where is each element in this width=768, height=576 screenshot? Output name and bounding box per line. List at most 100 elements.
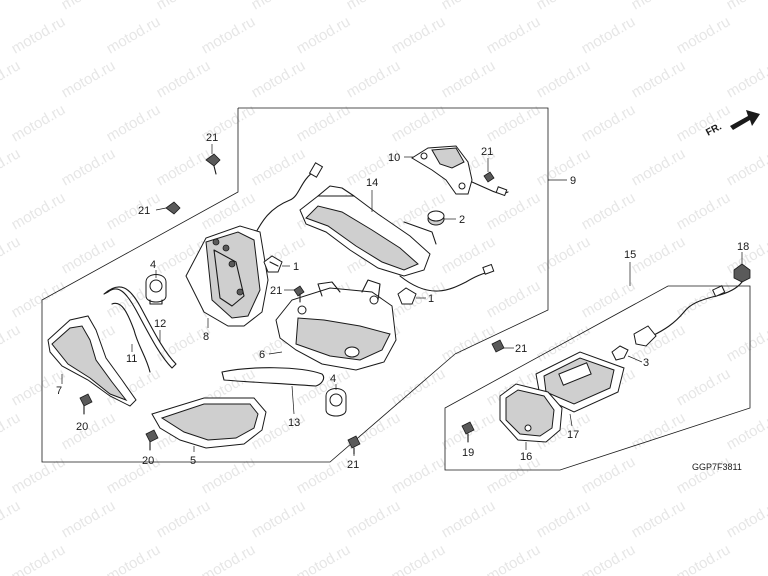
watermark-text: motod.ru (294, 541, 354, 576)
watermark-text: motod.ru (104, 189, 164, 233)
screw-21-bracket (483, 171, 495, 183)
watermark-text: motod.ru (199, 453, 259, 497)
watermark-text: motod.ru (674, 453, 734, 497)
watermark-text: motod.ru (0, 409, 23, 453)
watermark-text: motod.ru (484, 189, 544, 233)
watermark-text: motod.ru (674, 541, 734, 576)
watermark-text: motod.ru (674, 365, 734, 409)
watermark-text: motod.ru (534, 145, 594, 189)
watermark-text: motod.ru (0, 57, 23, 101)
callout-1-upper: 1 (293, 261, 299, 273)
watermark-text: motod.ru (344, 0, 404, 13)
leader-17 (569, 413, 573, 427)
callout-10: 10 (388, 152, 400, 164)
screw-21-left (165, 201, 181, 215)
watermark-text: motod.ru (249, 57, 309, 101)
watermark-text: motod.ru (0, 0, 23, 13)
watermark-text: motod.ru (579, 453, 639, 497)
screw-20-cover (79, 393, 93, 415)
callout-21-bottom: 21 (347, 459, 359, 471)
watermark-text: motod.ru (9, 541, 69, 576)
watermark-text: motod.ru (0, 145, 23, 189)
watermark-text: motod.ru (9, 13, 69, 57)
watermark-text: motod.ru (389, 541, 449, 576)
watermark-text: motod.ru (579, 189, 639, 233)
callout-2: 2 (459, 214, 465, 226)
watermark-text: motod.ru (484, 453, 544, 497)
watermark-text: motod.ru (439, 57, 499, 101)
part-6-center-housing (275, 279, 397, 371)
watermark-text: motod.ru (724, 321, 768, 365)
part-11-gasket (111, 302, 151, 373)
watermark-text: motod.ru (389, 277, 449, 321)
callout-14: 14 (366, 177, 378, 189)
callout-17: 17 (567, 429, 579, 441)
callout-20-lens: 20 (142, 455, 154, 467)
watermark-text: motod.ru (439, 497, 499, 541)
leader-3 (627, 355, 643, 363)
part-7-side-cover (47, 315, 137, 407)
callout-4-upper: 4 (150, 259, 156, 271)
part-5-lens-cover (151, 397, 267, 449)
watermark-text: motod.ru (154, 145, 214, 189)
watermark-text: motod.ru (9, 189, 69, 233)
wire-license (651, 281, 743, 337)
watermark-text: motod.ru (629, 57, 689, 101)
watermark-text: motod.ru (59, 409, 119, 453)
part-1-socket-upper (263, 255, 283, 273)
watermark-text: motod.ru (629, 233, 689, 277)
watermark-text: motod.ru (59, 0, 119, 13)
watermark-text: motod.ru (104, 541, 164, 576)
screw-21-middle (293, 285, 305, 303)
watermark-text: motod.ru (154, 0, 214, 13)
diagram-part-code: GGP7F3811 (692, 462, 742, 472)
leader-13 (291, 385, 295, 415)
watermark-text: motod.ru (59, 57, 119, 101)
watermark-text: motod.ru (199, 189, 259, 233)
part-3-bulb-socket (611, 325, 657, 361)
callout-7: 7 (56, 385, 62, 397)
watermark-text: motod.ru (534, 0, 594, 13)
watermark-text: motod.ru (534, 497, 594, 541)
part-17-license-housing (535, 351, 625, 413)
screw-19 (461, 421, 475, 443)
callout-6: 6 (259, 349, 265, 361)
assembly-15-frame (444, 285, 751, 471)
watermark-text: motod.ru (484, 277, 544, 321)
callout-21-right: 21 (515, 343, 527, 355)
watermark-text: motod.ru (579, 13, 639, 57)
watermark-text: motod.ru (9, 101, 69, 145)
watermark-text: motod.ru (724, 409, 768, 453)
callout-21-bracket: 21 (481, 146, 493, 158)
callout-18: 18 (737, 241, 749, 253)
watermark-text: motod.ru (104, 101, 164, 145)
watermark-text: motod.ru (674, 13, 734, 57)
watermark-text: motod.ru (104, 453, 164, 497)
watermark-text: motod.ru (674, 101, 734, 145)
watermark-text: motod.ru (344, 57, 404, 101)
watermark-text: motod.ru (199, 13, 259, 57)
watermark-text: motod.ru (629, 497, 689, 541)
watermark-text: motod.ru (344, 497, 404, 541)
watermark-text: motod.ru (724, 0, 768, 13)
watermark-text: motod.ru (294, 13, 354, 57)
part-16-license-lens (499, 383, 563, 443)
watermark-text: motod.ru (484, 541, 544, 576)
wire-upper-left (251, 169, 317, 241)
watermark-text: motod.ru (389, 13, 449, 57)
callout-21-top: 21 (206, 132, 218, 144)
callout-20-cover: 20 (76, 421, 88, 433)
callout-21-middle: 21 (270, 285, 282, 297)
assembly-9-frame (238, 107, 549, 355)
watermark-text: motod.ru (629, 145, 689, 189)
callout-11: 11 (126, 353, 137, 365)
watermark-text: motod.ru (104, 13, 164, 57)
watermark-text: motod.ru (59, 233, 119, 277)
watermark-text: motod.ru (199, 541, 259, 576)
watermark-text: motod.ru (0, 233, 23, 277)
part-1-socket-lower (397, 287, 417, 305)
watermark-text: motod.ru (0, 321, 23, 365)
leader-6 (268, 351, 283, 355)
